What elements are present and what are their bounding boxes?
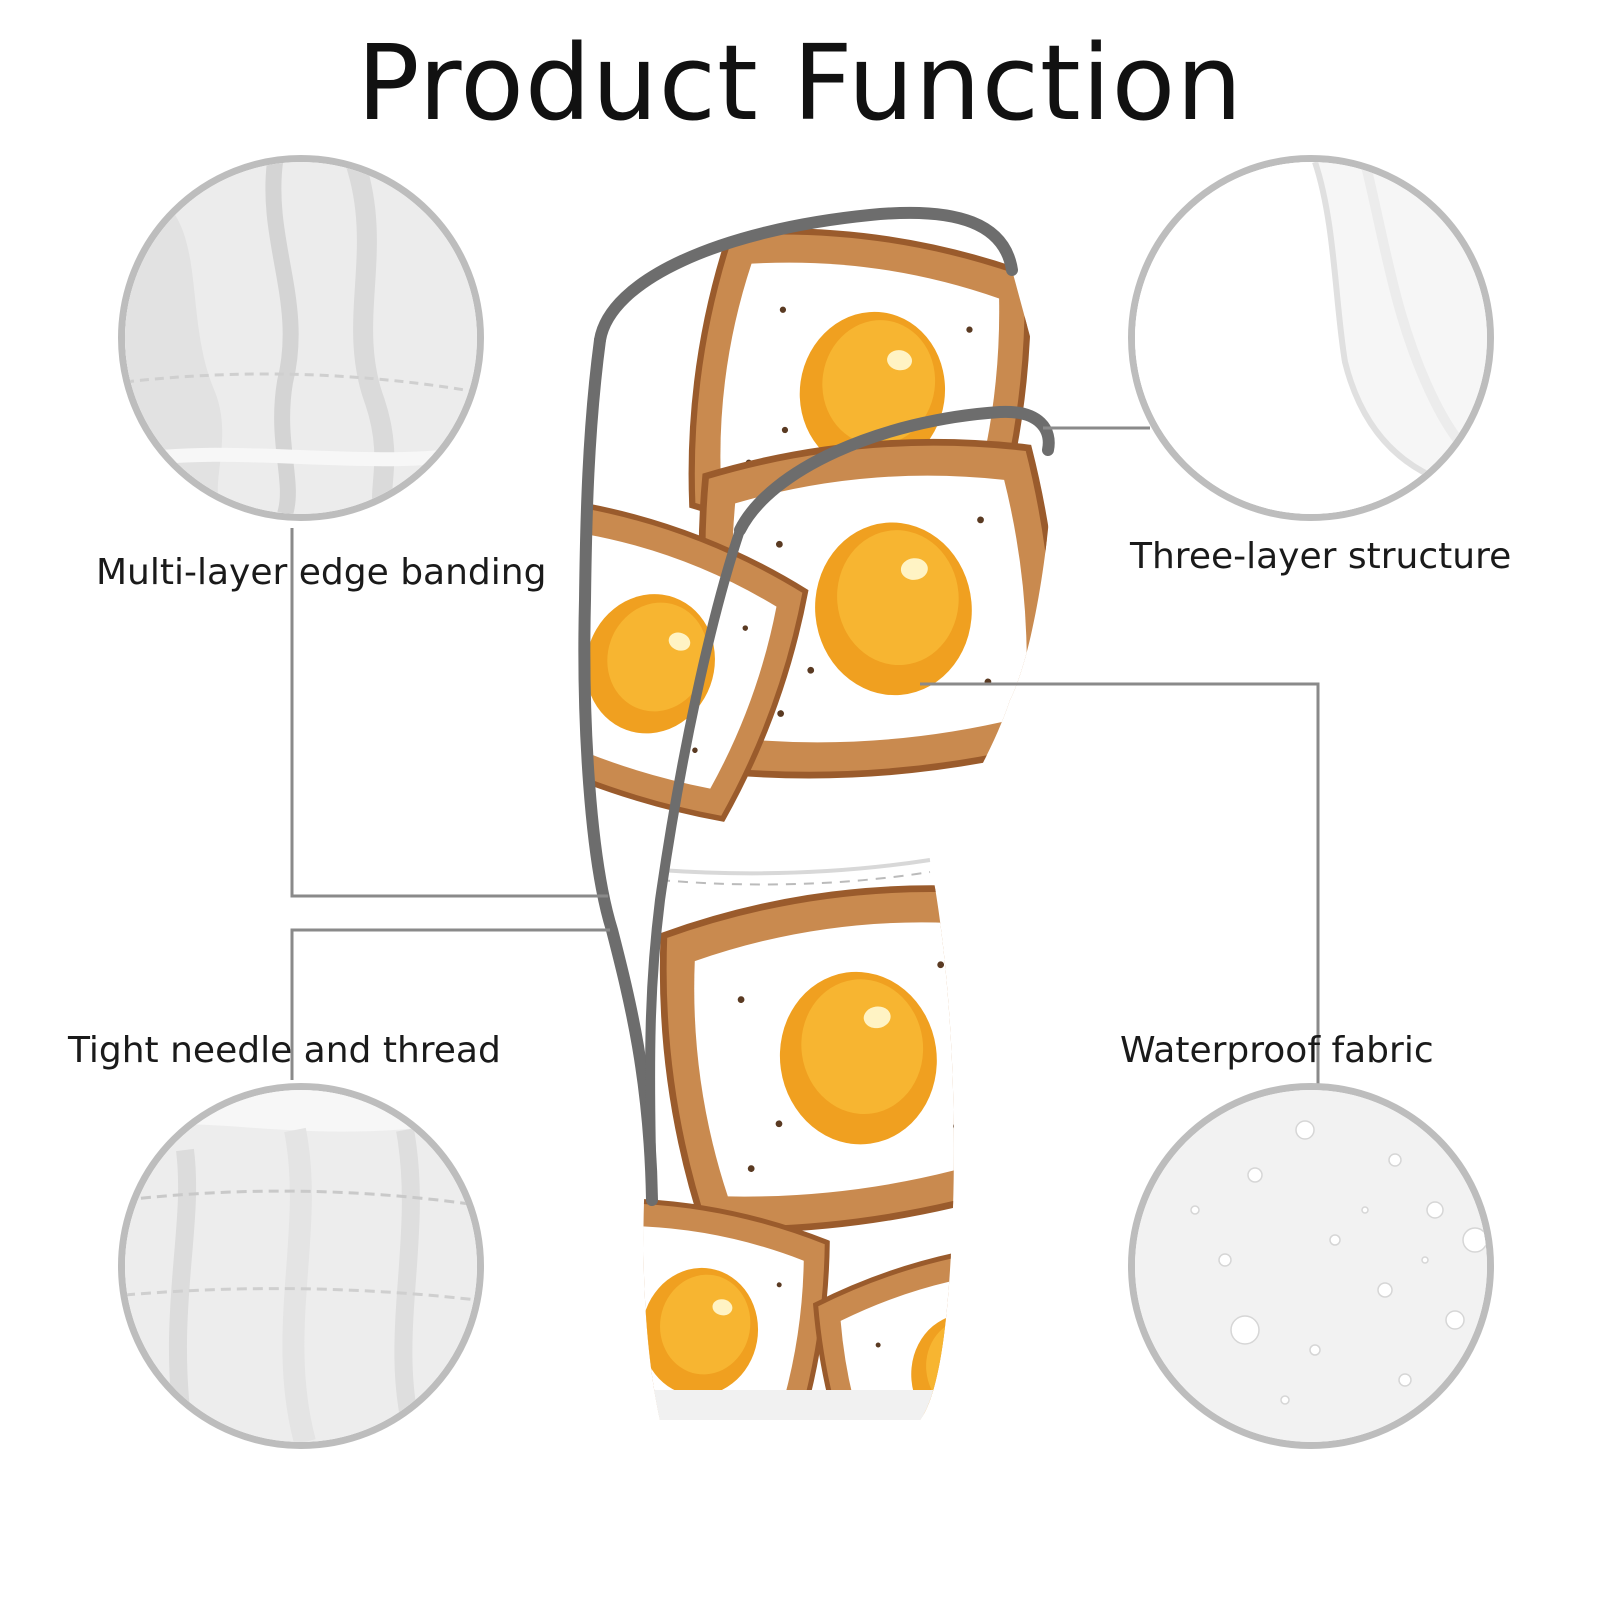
layer-edge-detail-image bbox=[1135, 162, 1487, 514]
callout-waterproof: Waterproof fabric bbox=[1120, 1030, 1434, 1071]
fabric-fold-detail-image bbox=[125, 162, 477, 514]
detail-circle-edge-banding bbox=[118, 155, 484, 521]
water-droplets-detail-image bbox=[1135, 1090, 1487, 1442]
stitching-detail-image bbox=[125, 1090, 477, 1442]
leader-lines bbox=[290, 426, 1320, 1084]
callout-three-layer: Three-layer structure bbox=[1130, 536, 1512, 577]
detail-circle-needle-thread bbox=[118, 1083, 484, 1449]
detail-circle-waterproof bbox=[1128, 1083, 1494, 1449]
page-title: Product Function bbox=[356, 22, 1244, 144]
callout-edge-banding: Multi-layer edge banding bbox=[96, 552, 547, 593]
callout-needle-thread: Tight needle and thread bbox=[68, 1030, 501, 1071]
detail-circle-three-layer bbox=[1128, 155, 1494, 521]
